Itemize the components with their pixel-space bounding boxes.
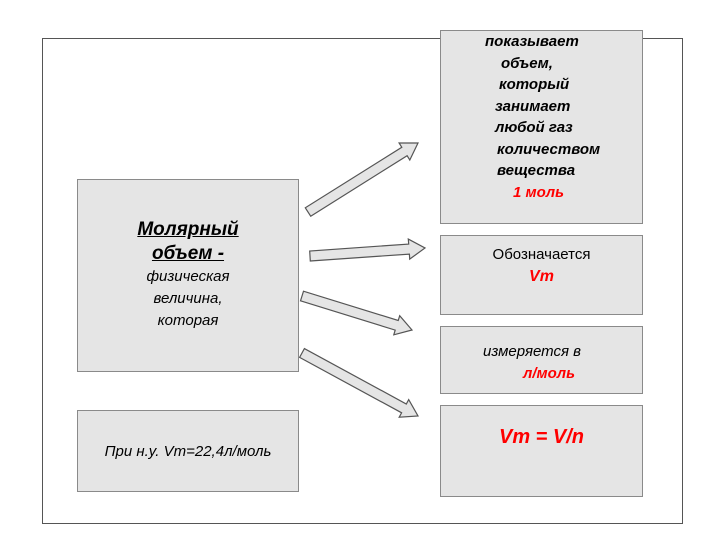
meaning-line: количеством bbox=[497, 140, 601, 158]
arrow-right-icon bbox=[309, 238, 427, 262]
diagram-frame bbox=[42, 38, 683, 524]
formula-box: Vm = V/n bbox=[440, 405, 643, 497]
arrow-right-icon bbox=[304, 142, 419, 218]
arrow-right-icon bbox=[299, 290, 414, 336]
meaning-line: который bbox=[499, 76, 570, 93]
meaning-line: вещества bbox=[497, 162, 576, 179]
units-value: л/моль bbox=[523, 365, 575, 382]
meaning-box: показывает объем, который занимает любой… bbox=[440, 30, 643, 224]
meaning-line: занимает bbox=[495, 97, 571, 115]
molar-volume-title-line2: объем - bbox=[151, 243, 225, 264]
units-label: измеряется в bbox=[483, 343, 581, 360]
units-box: измеряется в л/моль bbox=[440, 326, 643, 394]
definition-line: которая bbox=[157, 312, 219, 329]
definition-line: физическая bbox=[146, 268, 230, 285]
molar-volume-box: Молярный объем - физическая величина, ко… bbox=[77, 179, 299, 372]
definition-line: величина, bbox=[153, 290, 223, 307]
normal-conditions-text: При н.у. Vm=22,4л/моль bbox=[104, 443, 272, 460]
notation-label: Обозначается bbox=[492, 246, 591, 263]
meaning-line: любой газ bbox=[495, 119, 573, 136]
meaning-line: объем, bbox=[501, 54, 553, 72]
notation-box: Обозначается Vm bbox=[440, 235, 643, 315]
meaning-line: показывает bbox=[485, 33, 579, 50]
arrow-right-icon bbox=[298, 347, 419, 418]
formula-text: Vm = V/n bbox=[498, 426, 585, 448]
normal-conditions-box: При н.у. Vm=22,4л/моль bbox=[77, 410, 299, 492]
meaning-highlight: 1 моль bbox=[513, 183, 565, 201]
notation-symbol: Vm bbox=[529, 268, 554, 285]
molar-volume-title-line1: Молярный bbox=[137, 219, 239, 240]
